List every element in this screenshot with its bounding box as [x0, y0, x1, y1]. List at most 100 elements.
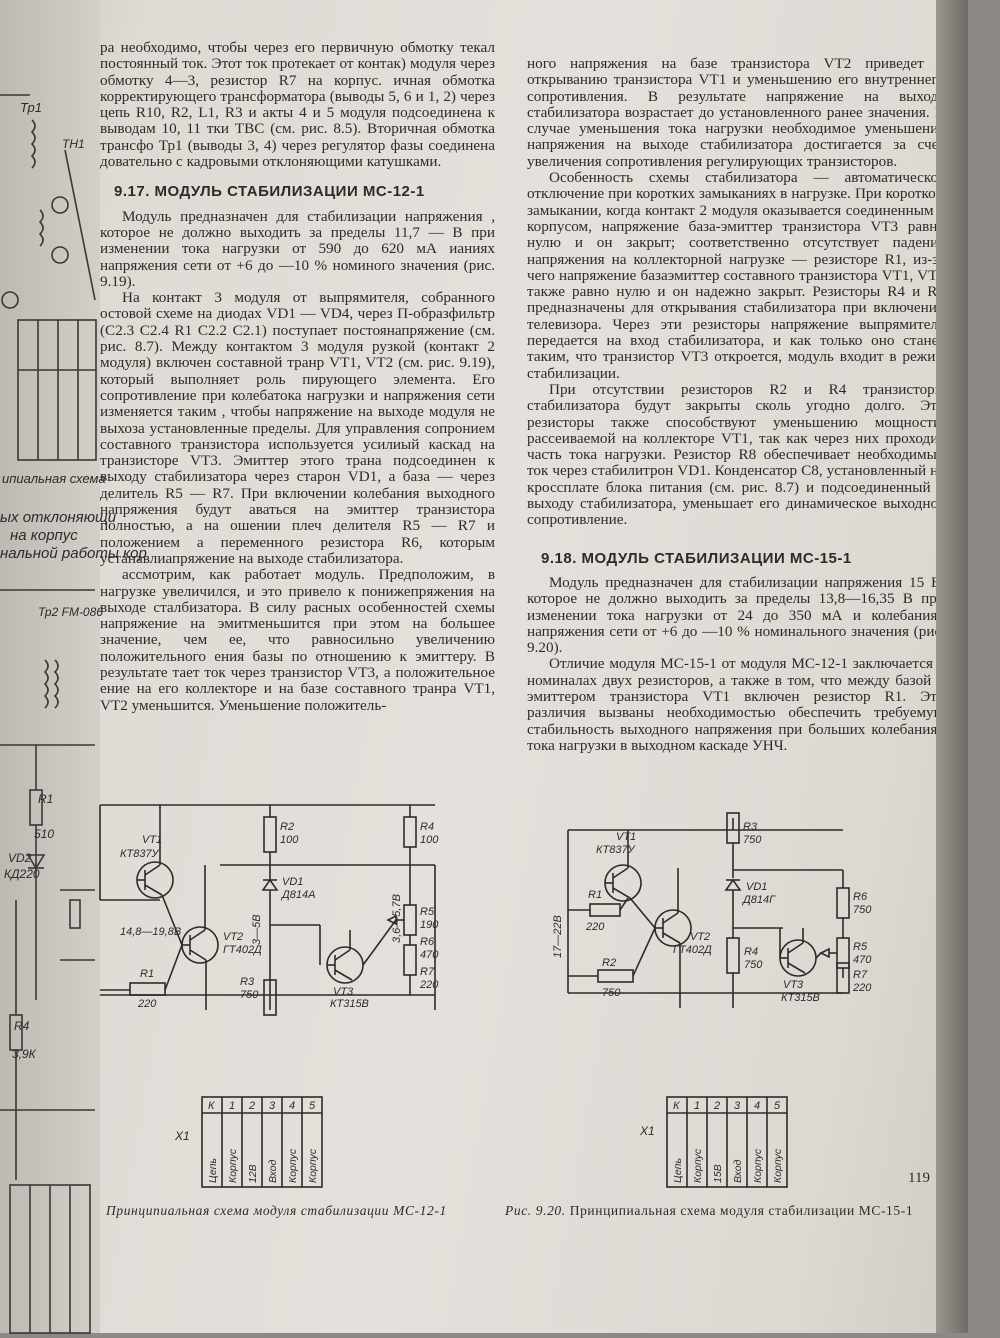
- section-heading-ms-15-1: 9.18. МОДУЛЬ СТАБИЛИЗАЦИИ МС-15-1: [541, 549, 852, 567]
- fig2-r6-value: 750: [853, 904, 872, 916]
- fig1-vt1-label: VT1: [142, 834, 162, 846]
- fig1-r7-value: 220: [419, 979, 439, 991]
- text-column-right: ного напряжения на базе транзистора VT2 …: [527, 55, 945, 754]
- page-number: 119: [908, 1170, 930, 1186]
- fig2-x1-label: X1: [639, 1124, 655, 1138]
- fig2-vt1-type: КТ837У: [596, 844, 636, 856]
- fig1-vdiv-label: 3,6—5,7В: [391, 894, 403, 943]
- fig2-pin-5: 5: [774, 1100, 781, 1112]
- fig2-pin-k: К: [673, 1100, 680, 1112]
- page-edge-shadow: [936, 0, 968, 1333]
- fig1-pin-2: 2: [248, 1100, 255, 1112]
- book-page: Тр1 ТН1 ипиальная схема ых отклоняющи на…: [0, 0, 968, 1334]
- figure-number: Рис. 9.20.: [505, 1203, 566, 1218]
- left-r1-label: R1: [38, 792, 53, 806]
- fig2-r3-value: 750: [743, 834, 762, 846]
- fig2-r7-value: 220: [852, 982, 872, 994]
- fig1-pin-5: 5: [309, 1100, 316, 1112]
- fig1-vt3-label: VT3: [333, 986, 354, 998]
- fig1-r5-value: 190: [420, 919, 439, 931]
- paragraph: При отсутствии резисторов R2 и R4 транзи…: [527, 380, 945, 529]
- paragraph: Особенность схемы стабилизатора — автома…: [527, 169, 945, 382]
- fig1-r4-label: R4: [420, 821, 434, 833]
- fig2-r5-label: R5: [853, 941, 868, 953]
- fig2-vt2-type: ГТ402Д: [673, 944, 712, 956]
- figure-caption-9-19: Принципиальная схема модуля стабилизации…: [106, 1203, 447, 1218]
- fig2-r6-label: R6: [853, 891, 868, 903]
- fig1-pin-name-0: Цепь: [207, 1158, 219, 1183]
- fig2-pin-3: 3: [734, 1100, 741, 1112]
- fig2-pin-name-4: Корпус: [752, 1148, 764, 1183]
- fig2-r2-value: 750: [602, 987, 621, 999]
- fig2-r2-label: R2: [602, 957, 616, 969]
- fig1-r1-label: R1: [140, 968, 154, 980]
- fig1-pin-name-5: Корпус: [307, 1148, 319, 1183]
- paragraph: Модуль предназначен для стабилизации нап…: [100, 207, 495, 290]
- left-text-line-1: ых отклоняющи: [0, 509, 117, 526]
- paragraph: На контакт 3 модуля от выпрямителя, собр…: [100, 289, 495, 567]
- fig1-pin-name-1: Корпус: [227, 1148, 239, 1183]
- fig2-pin-4: 4: [754, 1100, 760, 1112]
- intro-paragraph: ра необходимо, чтобы через его первичную…: [100, 39, 495, 171]
- fig2-vt2-label: VT2: [690, 931, 710, 943]
- fig2-pin-name-5: Корпус: [772, 1148, 784, 1183]
- left-cropped-diagram: Тр1 ТН1 ипиальная схема ых отклоняющи на…: [0, 0, 147, 1334]
- fig2-pin-name-0: Цепь: [672, 1158, 684, 1183]
- paragraph: Модуль предназначен для стабилизации нап…: [527, 573, 945, 657]
- fig1-pin-4: 4: [289, 1100, 295, 1112]
- section-heading-ms-12-1: 9.17. МОДУЛЬ СТАБИЛИЗАЦИИ МС-12-1: [114, 183, 425, 201]
- fig1-pin-3: 3: [269, 1100, 276, 1112]
- fig1-vt1-type: КТ837У: [120, 848, 160, 860]
- fig1-r3-label: R3: [240, 976, 255, 988]
- fig2-vin-label: 17—22В: [552, 915, 564, 958]
- fig1-r2-value: 100: [280, 834, 299, 846]
- left-r1-value: 510: [34, 827, 54, 841]
- left-vd2-label: VD2: [8, 851, 32, 865]
- figure-caption-9-20: Рис. 9.20. Принципиальная схема модуля с…: [505, 1203, 913, 1219]
- connector-x1-ms-12-1: X1 К 1 2 3 4 5 Цепь Корпус 12В Вход Корп…: [174, 1096, 323, 1188]
- fig2-vt3-type: КТ315В: [781, 992, 820, 1004]
- fig1-pin-name-2: 12В: [247, 1164, 259, 1183]
- fig1-r3-value: 750: [240, 989, 259, 1001]
- fig2-r1-label: R1: [588, 889, 602, 901]
- left-tp1-label: Тр1: [20, 100, 42, 115]
- fig1-r2-label: R2: [280, 821, 294, 833]
- left-text-line-2: на корпус: [10, 527, 78, 544]
- fig1-vt2-label: VT2: [223, 931, 243, 943]
- fig1-vt3-type: КТ315В: [330, 998, 369, 1010]
- fig1-vd1-label: VD1: [282, 876, 303, 888]
- fig1-r6-label: R6: [420, 936, 435, 948]
- connector-x1-ms-15-1: X1 К 1 2 3 4 5 Цепь Корпус 15В Вход Корп…: [639, 1096, 788, 1188]
- fig2-pin-name-1: Корпус: [692, 1148, 704, 1183]
- left-r4-value: 3,9К: [12, 1047, 37, 1061]
- fig1-vd1-type: Д814А: [280, 889, 315, 901]
- fig1-r5-label: R5: [420, 906, 435, 918]
- fig2-r3-label: R3: [743, 821, 758, 833]
- fig2-r4-value: 750: [744, 959, 763, 971]
- text-column-left: ра необходимо, чтобы через его первичную…: [100, 39, 495, 714]
- left-diagram-svg: Тр1 ТН1 ипиальная схема ых отклоняющи на…: [0, 94, 147, 1334]
- figure-caption-text: Принципиальная схема модуля стабилизации…: [569, 1203, 914, 1218]
- left-caption-fragment: ипиальная схема: [2, 471, 106, 486]
- fig2-pin-2: 2: [713, 1100, 720, 1112]
- fig2-pin-name-2: 15В: [712, 1164, 724, 1183]
- paragraph: ассмотрим, как работает модуль. Предполо…: [100, 566, 495, 714]
- fig1-x1-label: X1: [174, 1129, 190, 1143]
- fig2-pin-name-3: Вход: [732, 1159, 744, 1183]
- fig2-vd1-label: VD1: [746, 881, 767, 893]
- fig2-vt1-label: VT1: [616, 831, 636, 843]
- fig1-vzener-label: 3—5В: [251, 914, 263, 945]
- fig1-vin-label: 14,8—19,8В: [120, 926, 181, 938]
- fig2-pin-1: 1: [694, 1100, 700, 1112]
- left-r4-label: R4: [14, 1019, 30, 1033]
- paragraph: ного напряжения на базе транзистора VT2 …: [527, 55, 945, 170]
- left-tp2-label: Тр2 FM-086: [38, 605, 103, 619]
- fig2-r7-label: R7: [853, 969, 868, 981]
- fig1-r6-value: 470: [420, 949, 439, 961]
- left-th1-label: ТН1: [62, 137, 85, 151]
- left-text-line-3: нальной работы кор: [0, 545, 147, 562]
- fig1-r7-label: R7: [420, 966, 435, 978]
- fig1-pin-1: 1: [229, 1100, 235, 1112]
- fig2-vt3-label: VT3: [783, 979, 804, 991]
- fig2-vd1-type: Д814Г: [741, 894, 776, 906]
